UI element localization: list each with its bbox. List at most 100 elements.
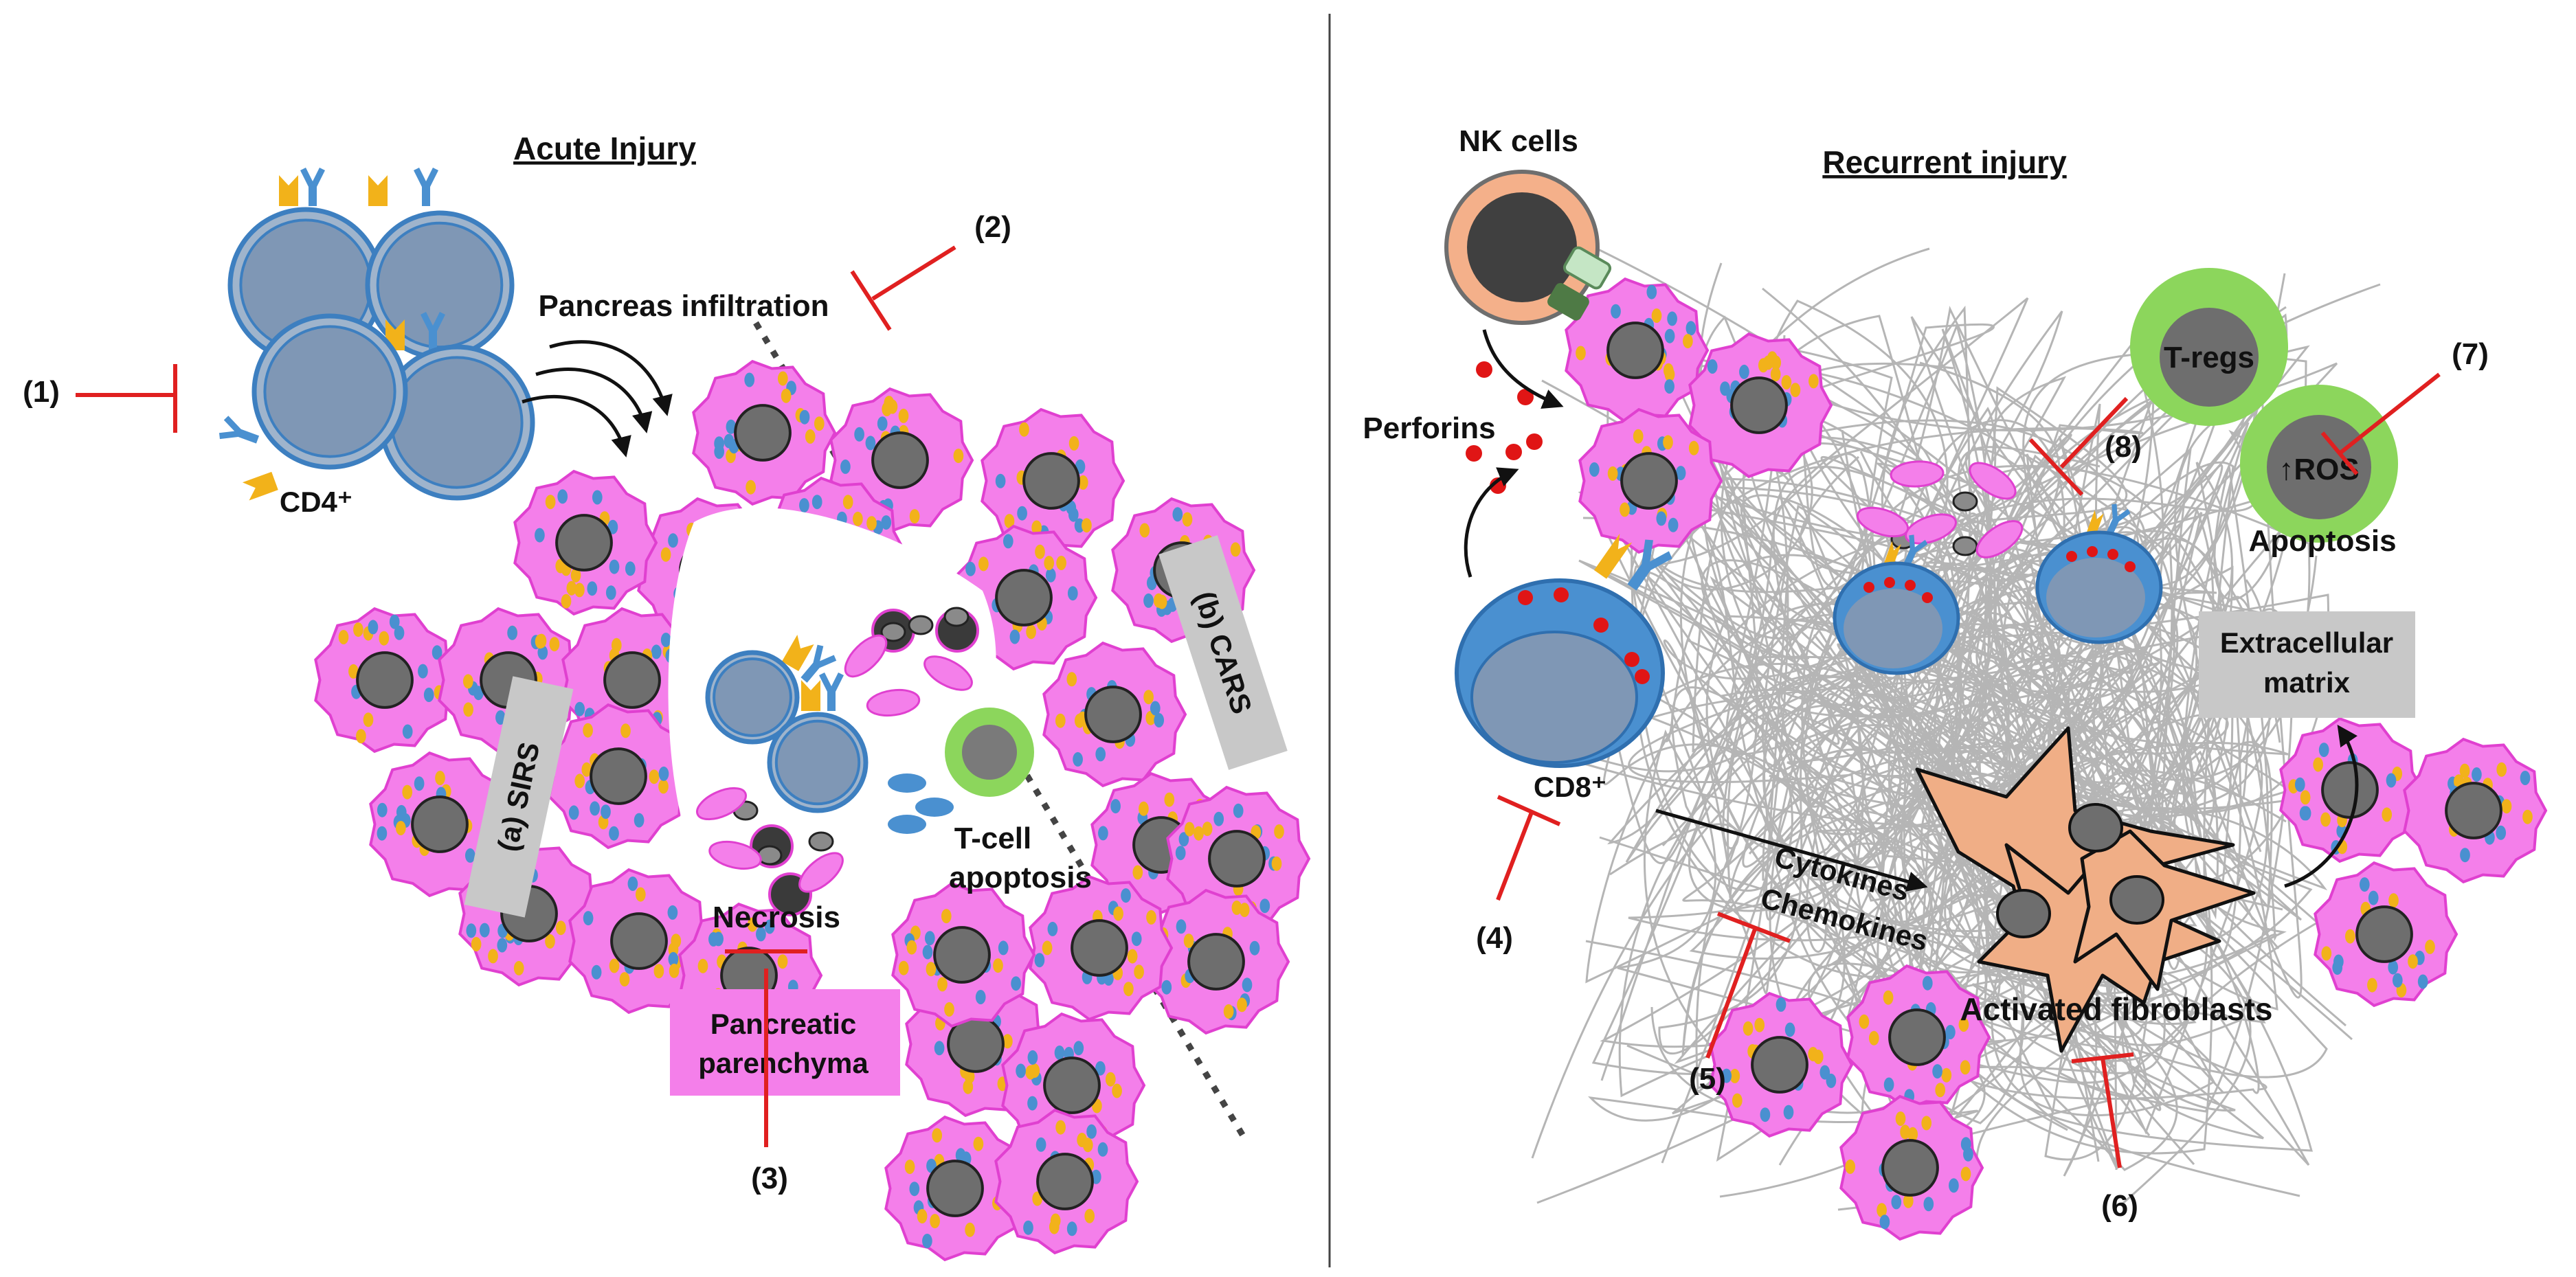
flow-arrows — [522, 329, 2359, 892]
inhibitor-6 — [2101, 1057, 2122, 1168]
zymogen-granule — [1097, 1142, 1108, 1157]
granule — [2087, 546, 2098, 557]
zymogen-granule — [2459, 763, 2470, 778]
zymogen-granule — [1127, 949, 1138, 964]
zymogen-granule — [1685, 321, 1696, 336]
tcell-nucleus — [774, 719, 861, 806]
perforin — [1517, 389, 1534, 405]
infiltration-arrow — [549, 340, 673, 416]
tcr-receptor — [414, 168, 438, 206]
inhibitor-7-bar — [2320, 431, 2359, 475]
zymogen-granule — [2320, 812, 2331, 827]
zymogen-granule — [853, 511, 863, 526]
zymogen-granule — [1784, 1022, 1795, 1037]
acinar-nucleus — [1084, 686, 1142, 743]
tcell-apoptosis-label-line2: apoptosis — [949, 861, 1092, 894]
zymogen-granule — [1576, 346, 1586, 361]
zymogen-granule — [1146, 909, 1156, 925]
inhibitor-5 — [1705, 926, 1758, 1059]
tcr-receptor — [2106, 504, 2131, 536]
zymogen-granule — [1113, 906, 1123, 921]
zymogen-granule — [592, 490, 603, 505]
debris-particle — [1952, 536, 1978, 556]
mhc-receptor — [242, 471, 278, 501]
zymogen-granule — [590, 801, 600, 816]
cell-fragment — [696, 787, 747, 821]
acinar-nucleus — [933, 926, 991, 984]
apoptosis-label: Apoptosis — [2248, 524, 2396, 558]
zymogen-granule — [368, 620, 379, 635]
debris-particle — [943, 607, 970, 627]
zymogen-granule — [1923, 1197, 1934, 1212]
zymogen-granule — [1045, 567, 1056, 583]
cd8-label: CD8⁺ — [1534, 771, 1606, 803]
zymogen-granule — [1150, 701, 1161, 716]
zymogen-granule — [1067, 586, 1078, 601]
zymogen-granule — [2425, 939, 2435, 954]
zymogen-granule — [473, 686, 484, 701]
acinar-nucleus — [2321, 761, 2379, 819]
marker-8: (8) — [2105, 430, 2142, 464]
zymogen-granule — [1891, 1195, 1902, 1210]
acinar-cell — [1029, 874, 1174, 1021]
zymogen-granule — [1960, 1137, 1971, 1152]
marker-7: (7) — [2452, 337, 2489, 371]
acinar-cell — [1042, 641, 1187, 788]
tregs-label: T-regs — [2164, 341, 2254, 374]
ecm-fiber — [1719, 361, 2289, 1198]
zymogen-granule — [1055, 713, 1066, 728]
cell-debris — [696, 460, 2024, 916]
granule — [1593, 618, 1609, 633]
zymogen-granule — [1154, 713, 1165, 727]
zymogen-granule — [2388, 960, 2399, 975]
zymogen-granule — [466, 923, 477, 938]
zymogen-granule — [348, 664, 359, 679]
acinar-cell — [891, 881, 1036, 1028]
zymogen-granule — [842, 495, 853, 510]
zymogen-granule — [747, 917, 758, 932]
zymogen-granule — [1868, 1030, 1879, 1046]
granule — [2125, 561, 2136, 572]
zymogen-granule — [965, 561, 976, 576]
inhibitor-4 — [1496, 809, 1534, 901]
zymogen-granule — [1194, 826, 1204, 841]
zymogen-granule — [1213, 811, 1224, 826]
zymogen-granule — [2318, 743, 2329, 758]
tcr-receptor — [819, 673, 844, 711]
cell-fragment — [866, 688, 921, 717]
zymogen-granule — [877, 416, 888, 431]
zymogen-granule — [1178, 832, 1189, 847]
inhibitor-4-bar — [1497, 795, 1561, 826]
zymogen-granule — [1675, 466, 1686, 481]
tcr-receptor — [1627, 539, 1672, 591]
cd8-nucleus — [1470, 631, 1638, 764]
granule — [2107, 549, 2118, 560]
zymogen-granule — [1922, 975, 1933, 991]
zymogen-granule — [566, 580, 577, 596]
zymogen-granule — [1134, 964, 1144, 980]
zymogen-granule — [1003, 534, 1013, 549]
zymogen-granule — [1646, 284, 1657, 300]
zymogen-granule — [1883, 990, 1894, 1005]
acinar-nucleus — [356, 651, 414, 709]
cell-fragment — [1890, 460, 1945, 488]
cell-fragment — [708, 840, 762, 870]
cell-fragment — [1975, 520, 2024, 558]
zymogen-granule — [1721, 1068, 1732, 1083]
acinar-cell — [1565, 277, 1710, 424]
zymogen-granule — [2496, 762, 2507, 777]
zymogen-granule — [402, 724, 413, 739]
zymogen-granule — [583, 723, 593, 738]
zymogen-granule — [1259, 899, 1270, 914]
infiltration-arrow — [535, 368, 653, 433]
acinar-cell — [981, 407, 1125, 554]
inhibitor-5-bar — [1716, 912, 1791, 943]
zymogen-granule — [1237, 997, 1247, 1013]
cell-fragment — [798, 852, 844, 893]
zymogen-granule — [955, 1148, 966, 1163]
zymogen-granule — [1025, 1065, 1036, 1080]
zymogen-granule — [488, 949, 498, 964]
zymogen-granule — [1183, 934, 1194, 949]
acinar-nucleus — [1208, 830, 1266, 888]
zymogen-granule — [1663, 435, 1673, 450]
